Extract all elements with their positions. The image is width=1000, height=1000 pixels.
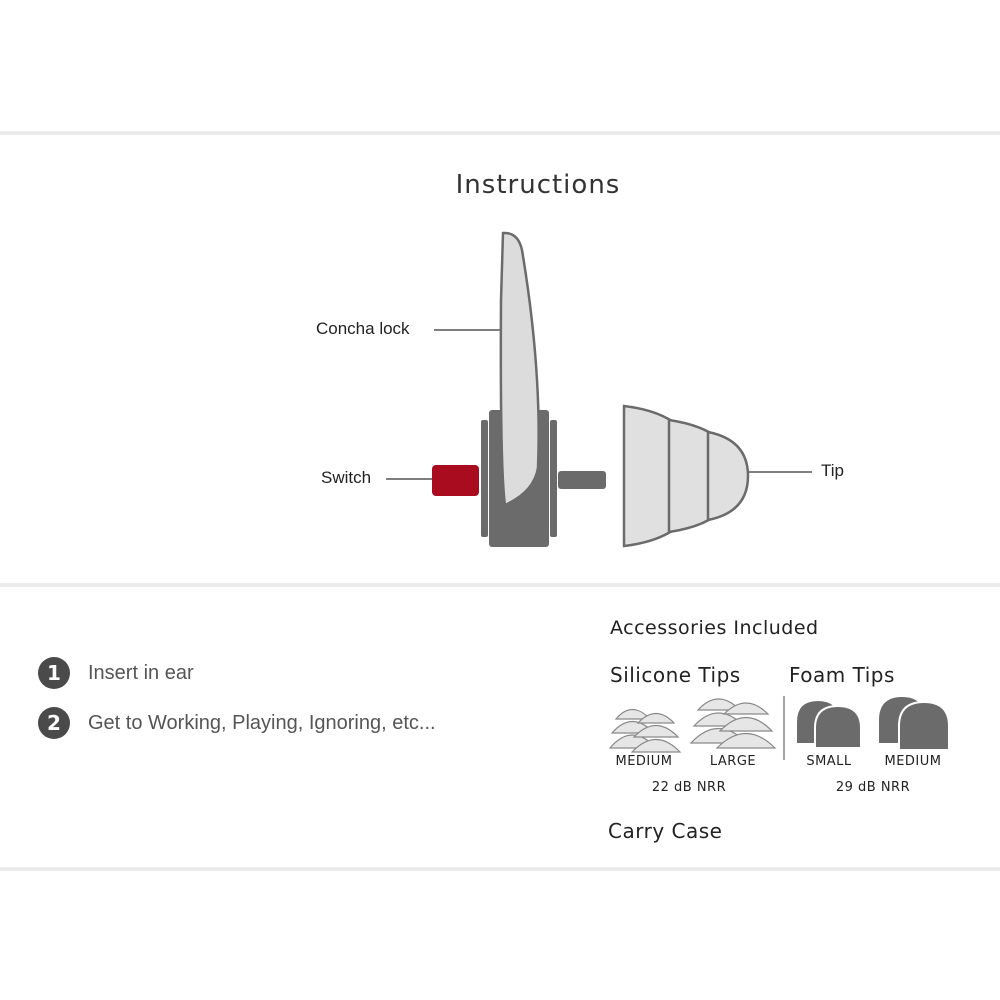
- accessories-heading: Accessories Included: [610, 617, 819, 639]
- bottom-divider: [0, 867, 1000, 871]
- silicone-large-icon: [689, 698, 777, 749]
- step-1: 1 Insert in ear: [38, 656, 194, 690]
- silicone-medium-label: MEDIUM: [615, 754, 673, 769]
- body-left-plate: [481, 420, 488, 537]
- switch-label: Switch: [321, 468, 372, 487]
- foam-medium-label: MEDIUM: [884, 754, 942, 769]
- concha-lock-label: Concha lock: [316, 319, 410, 338]
- foam-small-label: SMALL: [806, 754, 852, 769]
- foam-medium-icon: [877, 694, 950, 751]
- tip-label: Tip: [821, 461, 844, 480]
- step-2-text: Get to Working, Playing, Ignoring, etc..…: [88, 711, 436, 734]
- step-2-number-badge: 2: [38, 707, 70, 739]
- silicone-nrr: 22 dB NRR: [651, 780, 727, 795]
- step-2: 2 Get to Working, Playing, Ignoring, etc…: [38, 706, 436, 740]
- tip-flange-3: [706, 430, 750, 522]
- silicone-tips-heading: Silicone Tips: [610, 663, 741, 687]
- foam-small-icon: [795, 698, 862, 749]
- silicone-large-label: LARGE: [709, 754, 757, 769]
- step-1-text: Insert in ear: [88, 661, 194, 684]
- stem-part: [558, 471, 606, 489]
- silicone-medium-icon: [608, 708, 682, 753]
- middle-divider: [0, 583, 1000, 587]
- step-1-number-badge: 1: [38, 657, 70, 689]
- switch-part: [432, 465, 479, 496]
- body-right-plate: [550, 420, 557, 537]
- top-divider: [0, 131, 1000, 135]
- foam-tips-heading: Foam Tips: [789, 663, 895, 687]
- concha-lock-fin: [499, 231, 540, 507]
- page-title: Instructions: [455, 170, 621, 200]
- carry-case-label: Carry Case: [608, 819, 723, 843]
- foam-nrr: 29 dB NRR: [835, 780, 911, 795]
